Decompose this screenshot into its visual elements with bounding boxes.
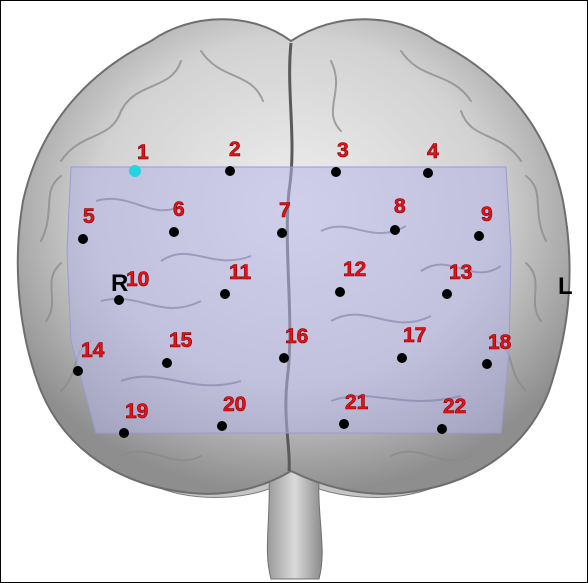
electrode-dot [217, 421, 227, 431]
electrode-dot [339, 419, 349, 429]
electrode-label: 14 [81, 339, 105, 362]
electrode-label: 4 [427, 140, 439, 163]
reference-electrode [129, 165, 141, 177]
electrode-label: 9 [481, 203, 493, 226]
electrode-label: 10 [126, 268, 149, 291]
electrode-label: 7 [279, 199, 291, 222]
electrode-label: 16 [285, 325, 308, 348]
electrode-dot [331, 167, 341, 177]
electrode-dot [335, 287, 345, 297]
electrode-dot [162, 358, 172, 368]
electrode-label: 18 [488, 331, 512, 354]
electrode-label: 20 [223, 393, 246, 416]
electrode-label: 1 [137, 141, 149, 164]
electrode-label: 17 [403, 324, 426, 347]
electrode-dot [482, 359, 492, 369]
electrode-dot [423, 168, 433, 178]
electrode-dot [277, 228, 287, 238]
electrode-label: 15 [169, 329, 193, 352]
electrode-dot [220, 289, 230, 299]
electrode-label: 3 [337, 139, 349, 162]
electrode-dot [437, 424, 447, 434]
brain-stem [267, 471, 322, 579]
electrode-label: 5 [83, 205, 95, 228]
electrode-label: 19 [125, 400, 148, 423]
electrode-dot [119, 428, 129, 438]
electrode-dot [78, 234, 88, 244]
right-hemisphere-label: R [111, 270, 128, 297]
electrode-label: 8 [394, 195, 406, 218]
electrode-label: 2 [229, 138, 241, 161]
electrode-dot [169, 227, 179, 237]
electrode-label: 13 [449, 261, 472, 284]
electrode-dot [390, 225, 400, 235]
electrode-dot [397, 353, 407, 363]
electrode-label: 21 [345, 391, 369, 414]
electrode-label: 12 [343, 258, 366, 281]
electrode-label: 11 [229, 261, 252, 284]
electrode-dot [442, 289, 452, 299]
electrode-label: 22 [443, 395, 466, 418]
electrode-dot [279, 353, 289, 363]
electrode-dot [474, 231, 484, 241]
left-hemisphere-label: L [558, 273, 573, 300]
electrode-label: 6 [173, 198, 185, 221]
electrode-dot [73, 366, 83, 376]
electrode-dot [225, 166, 235, 176]
